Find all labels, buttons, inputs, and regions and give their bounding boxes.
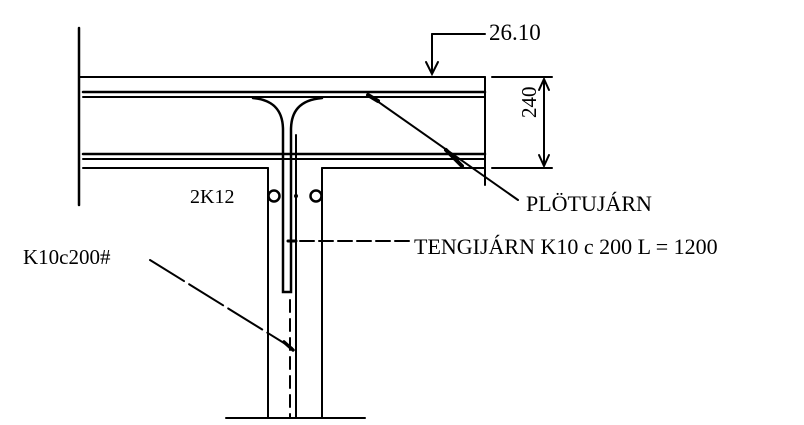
- plate-leader-tick: [444, 148, 464, 168]
- dim-arrow-bottom: [538, 154, 550, 169]
- wall-reinforcement-label: K10c200#: [23, 245, 111, 269]
- corner-bars-label: 2K12: [190, 186, 235, 208]
- wall-leader-tick: [282, 340, 295, 352]
- slab-thickness-label: 240: [517, 86, 541, 119]
- plate-leader-tick-top: [366, 93, 380, 103]
- corner-bar-left: [267, 189, 281, 203]
- connection-bars-label: TENGIJÁRN K10 c 200 L = 1200: [414, 234, 718, 259]
- corner-bar-right: [309, 189, 323, 203]
- wall-leader: [149, 259, 293, 349]
- plate-reinforcement-label: PLÖTUJÁRN: [526, 191, 652, 216]
- elevation-label: 26.10: [489, 20, 541, 45]
- plate-leader: [369, 95, 519, 201]
- wall-hooked-rebar: [251, 96, 324, 294]
- dim-arrow-top: [538, 76, 550, 91]
- elevation-arrowhead: [425, 61, 439, 77]
- bar-dot: [294, 194, 298, 198]
